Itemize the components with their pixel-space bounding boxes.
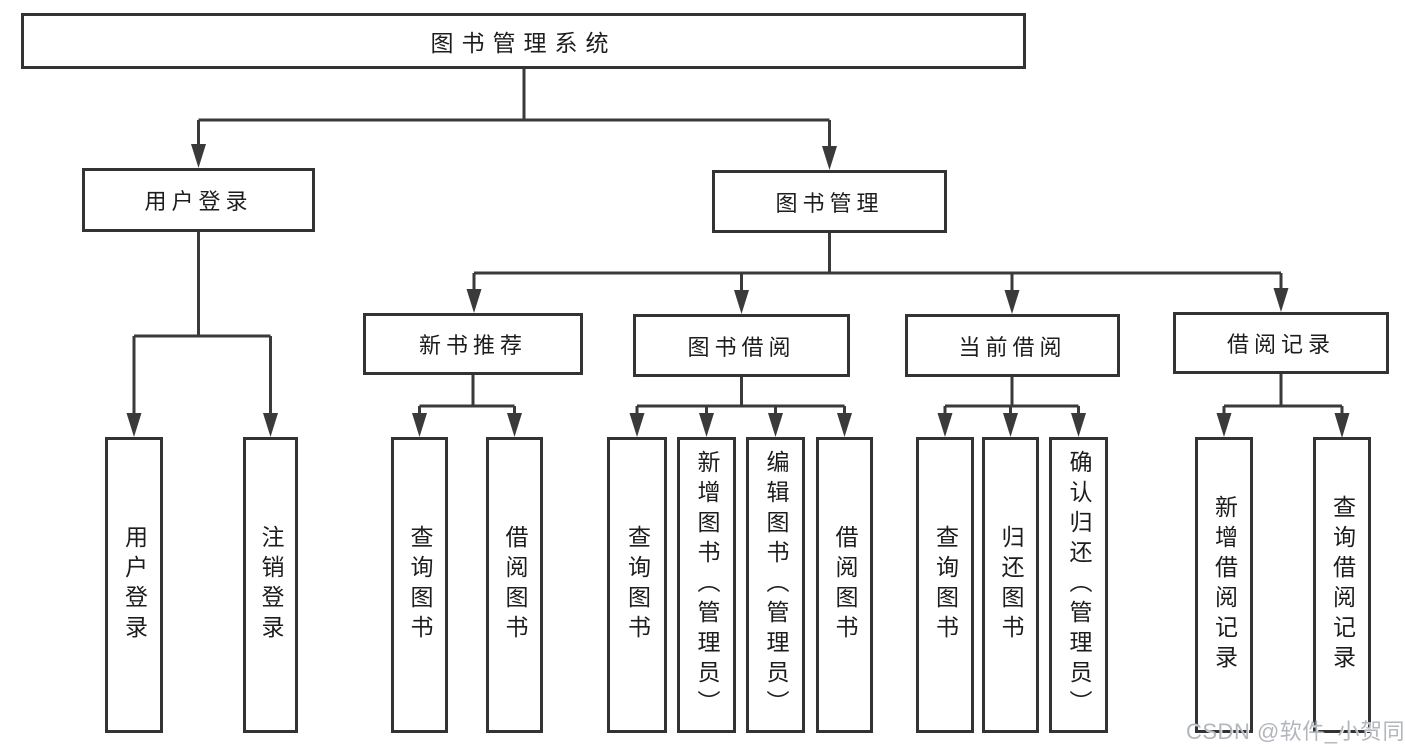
arrowhead: [629, 413, 645, 437]
leaf-query-books-borrow: 查询图书: [607, 437, 667, 733]
connector-root: [197, 69, 831, 148]
arrowhead: [126, 413, 142, 437]
arrowhead: [507, 413, 522, 437]
arrowhead: [1334, 413, 1350, 438]
node-label: 当前借阅: [958, 334, 1067, 360]
node-label: 新增图书（管理员）: [694, 450, 720, 720]
arrowhead: [263, 413, 278, 437]
arrowhead: [734, 290, 749, 314]
node-label: 新增借阅记录: [1211, 495, 1238, 675]
node-label: 借阅图书: [502, 525, 528, 645]
node-current-borrow: 当前借阅: [905, 314, 1120, 377]
leaf-query-borrow-record: 查询借阅记录: [1313, 437, 1371, 733]
node-label: 新书推荐: [418, 333, 527, 358]
arrowhead: [191, 144, 206, 168]
leaf-borrow-books-recommend: 借阅图书: [486, 437, 543, 733]
node-label: 用户登录: [144, 189, 253, 214]
node-new-book-recommend: 新书推荐: [363, 313, 583, 375]
leaf-query-books-recommend: 查询图书: [391, 437, 448, 733]
arrowhead: [1071, 413, 1086, 437]
arrowhead: [1003, 413, 1018, 437]
leaf-confirm-return-admin: 确认归还（管理员）: [1049, 437, 1108, 733]
node-label: 图书管理系统: [430, 30, 617, 56]
node-label: 用户登录: [121, 525, 148, 645]
leaf-logout: 注销登录: [243, 437, 298, 733]
node-label: 查询图书: [407, 525, 433, 645]
arrowhead: [1273, 288, 1289, 312]
node-label: 注销登录: [258, 525, 284, 645]
node-label: 查询图书: [624, 525, 651, 645]
leaf-add-borrow-record: 新增借阅记录: [1195, 437, 1253, 733]
arrowhead: [837, 413, 852, 437]
leaf-borrow-books: 借阅图书: [816, 437, 873, 733]
arrowhead: [412, 413, 427, 437]
connector-new-book-recommend: [418, 375, 516, 414]
connector-user-login: [132, 232, 272, 414]
node-label: 确认归还（管理员）: [1066, 450, 1092, 720]
arrowhead: [822, 146, 837, 170]
connector-borrow-records: [1222, 374, 1344, 414]
connector-current-borrow: [943, 377, 1080, 414]
leaf-add-book-admin: 新增图书（管理员）: [677, 437, 736, 733]
node-label: 查询借阅记录: [1329, 495, 1356, 675]
arrowhead: [1216, 413, 1232, 437]
node-label: 借阅记录: [1226, 332, 1335, 357]
node-borrow-records: 借阅记录: [1173, 312, 1389, 374]
leaf-query-books-current: 查询图书: [916, 437, 974, 733]
arrowhead: [937, 413, 953, 437]
arrowhead: [699, 413, 714, 437]
leaf-edit-book-admin: 编辑图书（管理员）: [746, 437, 805, 733]
leaf-user-login: 用户登录: [105, 437, 163, 733]
node-label: 图书借阅: [687, 334, 796, 360]
node-book-management: 图书管理: [712, 170, 947, 233]
node-label: 查询图书: [932, 525, 959, 645]
arrowhead: [1004, 290, 1020, 314]
arrowhead: [768, 413, 783, 437]
node-label: 编辑图书（管理员）: [763, 450, 789, 720]
node-label: 图书管理: [775, 190, 884, 216]
node-system-root: 图书管理系统: [21, 13, 1026, 69]
watermark: CSDN @软件_小贺同学: [1186, 719, 1405, 744]
leaf-return-book: 归还图书: [982, 437, 1039, 733]
connector-book-management: [472, 233, 1283, 291]
connector-book-borrow: [635, 377, 846, 414]
node-label: 归还图书: [998, 525, 1024, 645]
node-user-login: 用户登录: [82, 168, 315, 232]
node-label: 借阅图书: [832, 525, 858, 645]
node-book-borrow: 图书借阅: [633, 314, 850, 377]
arrowhead: [466, 289, 482, 313]
